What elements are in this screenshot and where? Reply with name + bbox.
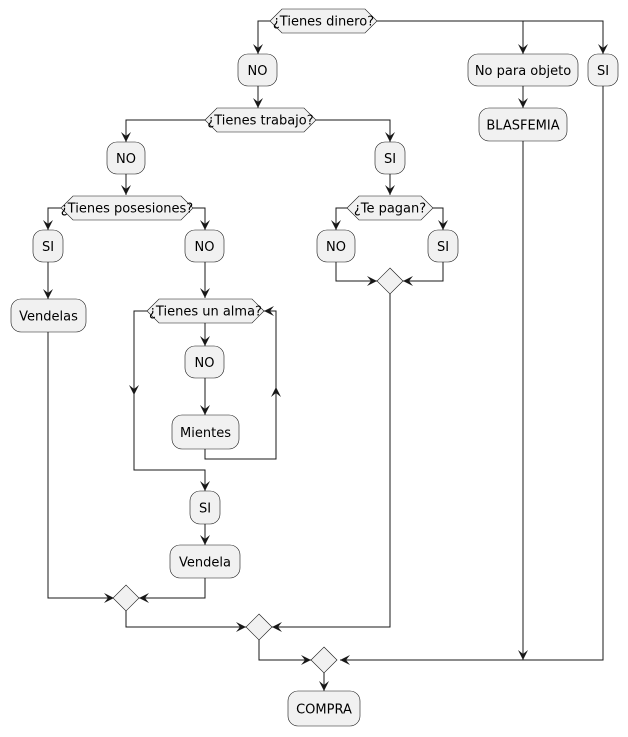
action-no-para-objeto-label: No para objeto xyxy=(475,64,571,79)
arrow-down-icon xyxy=(319,681,329,691)
action-no-posesiones: NO xyxy=(184,229,225,263)
action-mientes: Mientes xyxy=(171,414,240,450)
edge xyxy=(139,578,206,599)
arrowheads xyxy=(43,44,608,691)
arrow-down-icon xyxy=(253,98,263,108)
arrow-left-icon xyxy=(264,306,274,316)
arrow-down-icon xyxy=(200,405,210,415)
decision-trabajo-label: ¿Tienes trabajo? xyxy=(207,114,313,129)
arrow-down-icon xyxy=(518,650,528,660)
arrow-down-icon xyxy=(598,44,608,54)
arrow-down-icon xyxy=(200,336,210,346)
decision-posesiones: ¿Tienes posesiones? xyxy=(60,195,194,221)
decision-posesiones-label: ¿Tienes posesiones? xyxy=(61,202,193,217)
action-no-pagan: NO xyxy=(316,229,356,263)
edge xyxy=(133,310,206,491)
arrow-down-icon xyxy=(200,288,210,298)
edge xyxy=(47,207,61,230)
action-si-posesiones: SI xyxy=(32,229,64,263)
arrow-down-icon xyxy=(200,535,210,545)
action-vendela-label: Vendela xyxy=(179,556,231,571)
action-si-trabajo: SI xyxy=(374,141,406,175)
decision-pagan: ¿Te pagan? xyxy=(346,195,434,221)
edge xyxy=(193,207,206,230)
action-no-pagan-label: NO xyxy=(326,240,346,255)
action-no-dinero: NO xyxy=(237,53,278,87)
edge xyxy=(257,20,270,54)
arrow-down-icon xyxy=(43,220,53,230)
action-no-para-objeto: No para objeto xyxy=(467,53,579,87)
edge xyxy=(433,207,444,230)
action-vendelas-label: Vendelas xyxy=(19,310,78,325)
action-blasfemia: BLASFEMIA xyxy=(478,107,568,142)
decision-pagan-label: ¿Te pagan? xyxy=(354,202,426,217)
arrow-down-icon xyxy=(200,481,210,491)
arrow-down-icon xyxy=(43,289,53,299)
action-vendelas: Vendelas xyxy=(10,298,87,333)
arrow-left-icon xyxy=(272,622,282,632)
decision-alma: ¿Tienes un alma? xyxy=(146,298,265,324)
action-no-alma: NO xyxy=(184,345,225,379)
arrow-down-icon xyxy=(121,132,131,142)
merge-diamond xyxy=(310,646,338,674)
decision-dinero: ¿Tienes dinero? xyxy=(269,8,378,34)
edge xyxy=(204,310,277,460)
arrow-up-icon xyxy=(271,387,281,397)
edge xyxy=(316,119,391,142)
action-no-trabajo-label: NO xyxy=(116,152,136,167)
decision-dinero-label: ¿Tienes dinero? xyxy=(273,15,374,30)
action-si-dinero-label: SI xyxy=(597,64,609,79)
edge xyxy=(335,207,347,230)
arrow-down-icon xyxy=(518,98,528,108)
action-no-alma-label: NO xyxy=(195,356,215,371)
edge xyxy=(125,611,246,628)
arrow-down-icon xyxy=(438,220,448,230)
edge xyxy=(340,86,604,661)
edge xyxy=(125,119,205,142)
action-si-posesiones-label: SI xyxy=(42,240,54,255)
action-compra-label: COMPRA xyxy=(296,703,352,718)
arrow-right-icon xyxy=(301,655,311,665)
action-si-pagan: SI xyxy=(427,229,459,263)
arrow-down-icon xyxy=(331,220,341,230)
edge xyxy=(272,294,391,628)
action-si-alma: SI xyxy=(189,490,221,525)
action-vendela: Vendela xyxy=(169,544,241,579)
arrow-left-icon xyxy=(340,655,350,665)
action-no-posesiones-label: NO xyxy=(195,240,215,255)
decision-alma-label: ¿Tienes un alma? xyxy=(149,305,262,320)
arrow-left-icon xyxy=(139,593,149,603)
action-mientes-label: Mientes xyxy=(180,426,231,441)
edge xyxy=(335,262,377,282)
merge-diamond xyxy=(112,584,140,612)
action-no-dinero-label: NO xyxy=(248,64,268,79)
arrow-down-icon xyxy=(385,185,395,195)
arrow-down-icon xyxy=(121,185,131,195)
action-no-trabajo: NO xyxy=(106,141,146,175)
arrow-down-icon xyxy=(129,385,139,395)
action-si-trabajo-label: SI xyxy=(384,152,396,167)
decision-trabajo: ¿Tienes trabajo? xyxy=(204,107,317,133)
action-compra: COMPRA xyxy=(287,690,361,727)
arrow-down-icon xyxy=(200,220,210,230)
merge-diamond xyxy=(245,613,273,641)
edge xyxy=(403,262,444,282)
arrow-right-icon xyxy=(367,276,377,286)
action-blasfemia-label: BLASFEMIA xyxy=(486,119,559,134)
arrow-right-icon xyxy=(236,622,246,632)
action-si-dinero: SI xyxy=(587,53,619,87)
edge xyxy=(258,640,311,661)
merge-diamond xyxy=(376,267,404,295)
arrow-down-icon xyxy=(385,132,395,142)
action-si-alma-label: SI xyxy=(199,502,211,517)
edge xyxy=(377,20,604,54)
arrow-right-icon xyxy=(104,593,114,603)
edge xyxy=(47,332,114,599)
arrow-down-icon xyxy=(253,44,263,54)
action-si-pagan-label: SI xyxy=(437,240,449,255)
arrow-left-icon xyxy=(403,276,413,286)
arrow-down-icon xyxy=(518,44,528,54)
